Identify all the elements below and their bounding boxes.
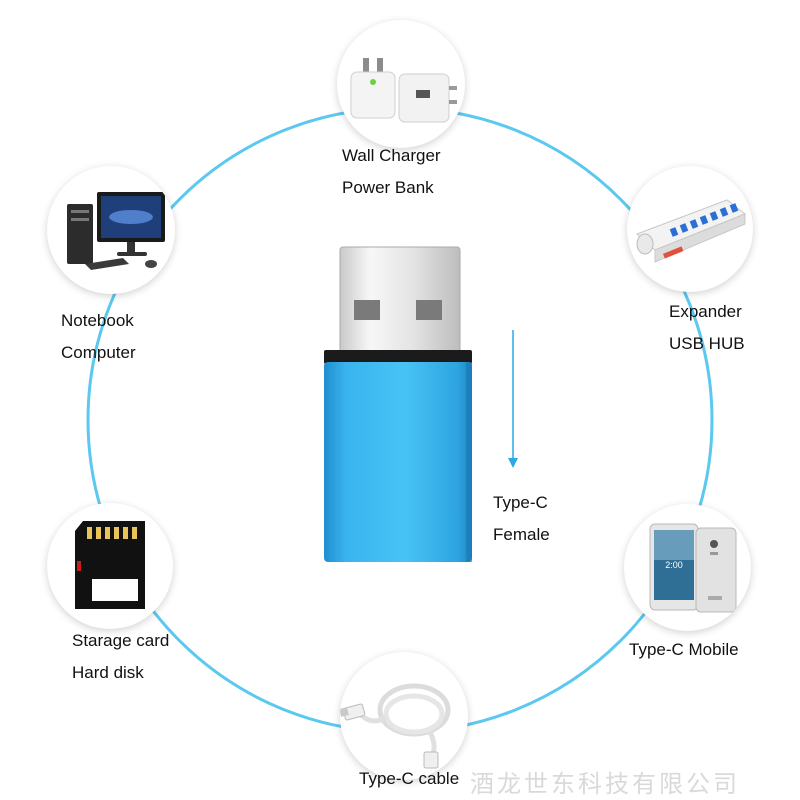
hub-label-line1: Expander — [669, 302, 742, 321]
hub-bubble — [627, 166, 753, 292]
computer-label-line1: Notebook — [61, 311, 134, 330]
storage-label-line2: Hard disk — [72, 663, 144, 682]
phone-clock: 2:00 — [665, 560, 683, 570]
charger-bubble — [337, 20, 465, 148]
storage-label-line1: Starage card — [72, 631, 170, 650]
mobile-bubble: 2:00 — [624, 504, 751, 631]
mobile-label: Type-C Mobile — [629, 634, 739, 666]
storage-bubble — [47, 503, 173, 629]
usb-cable-icon — [340, 683, 451, 769]
watermark-text: 酒龙世东科技有限公司 — [470, 770, 740, 798]
computer-label: Notebook Computer — [61, 305, 136, 369]
desktop-computer-icon — [67, 192, 165, 270]
usb-hub-icon — [636, 199, 746, 263]
charger-label-line2: Power Bank — [342, 178, 434, 197]
computer-bubble — [47, 166, 175, 294]
charger-label-line1: Wall Charger — [342, 146, 441, 165]
hub-label: Expander USB HUB — [669, 296, 745, 360]
storage-label: Starage card Hard disk — [72, 625, 169, 689]
charger-label: Wall Charger Power Bank — [342, 140, 441, 204]
cable-bubble — [340, 652, 468, 780]
adapter-label: Type-C Female — [493, 487, 550, 551]
cable-label: Type-C cable — [359, 763, 459, 795]
wall-charger-icon — [350, 58, 457, 123]
sd-card-icon — [75, 521, 145, 609]
cable-label-line1: Type-C cable — [359, 769, 460, 788]
adapter-label-line1: Type-C — [493, 493, 548, 512]
smartphone-icon: 2:00 — [649, 523, 737, 613]
computer-label-line2: Computer — [61, 343, 136, 362]
adapter-label-line2: Female — [493, 525, 550, 544]
hub-label-line2: USB HUB — [669, 334, 745, 353]
mobile-label-line1: Type-C Mobile — [629, 640, 739, 659]
